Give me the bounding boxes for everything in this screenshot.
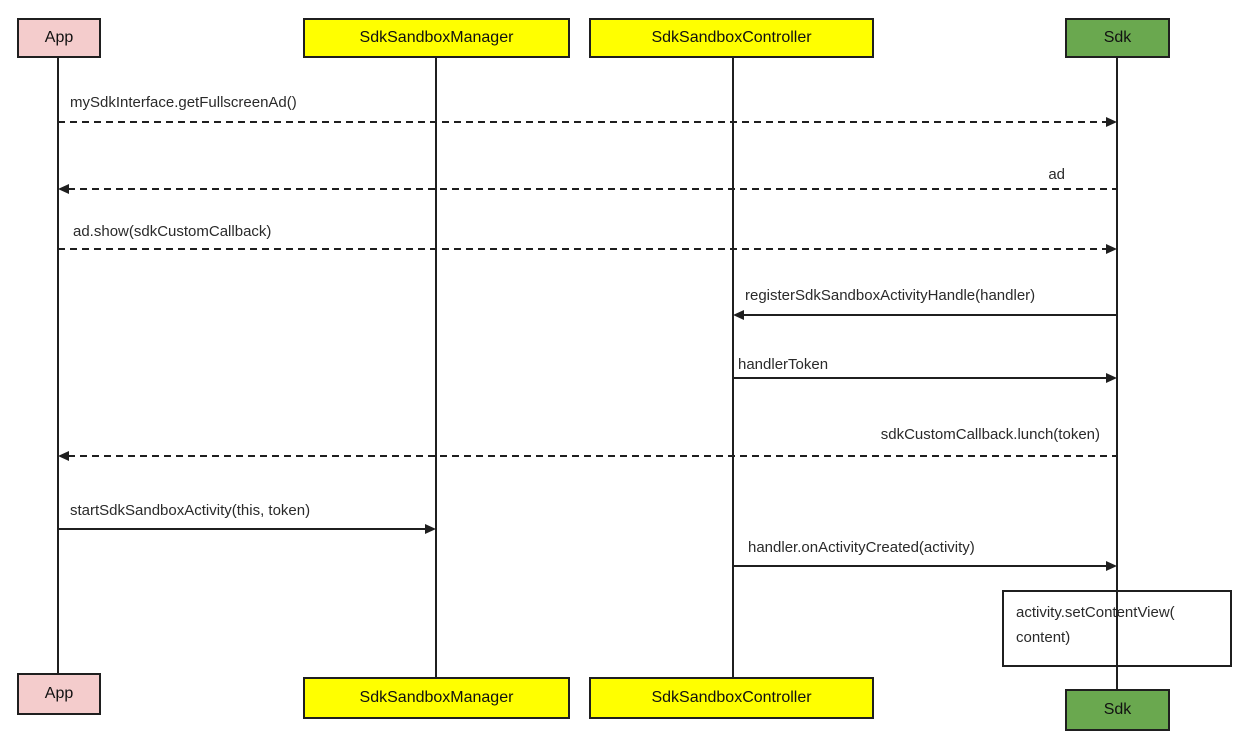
lifeline-controller xyxy=(732,58,734,677)
actor-sdk-top: Sdk xyxy=(1065,18,1170,58)
actor-app-top: App xyxy=(17,18,101,58)
lifeline-sdk xyxy=(1116,58,1118,689)
message-label-start-activity: startSdkSandboxActivity(this, token) xyxy=(70,502,311,519)
message-line-register-handle xyxy=(743,314,1117,316)
message-label-ad: ad xyxy=(1048,166,1065,183)
actor-manager-bottom: SdkSandboxManager xyxy=(303,677,570,719)
arrowhead-right-icon xyxy=(1106,244,1117,254)
message-label-getFullscreenAd: mySdkInterface.getFullscreenAd() xyxy=(70,94,297,111)
actor-controller-top: SdkSandboxController xyxy=(589,18,874,58)
message-line-ad xyxy=(68,188,1117,190)
arrowhead-right-icon xyxy=(425,524,436,534)
message-line-start-activity xyxy=(58,528,426,530)
arrowhead-right-icon xyxy=(1106,373,1117,383)
note-line-2: content) xyxy=(1016,629,1071,646)
message-label-on-activity-created: handler.onActivityCreated(activity) xyxy=(748,539,975,556)
arrowhead-right-icon xyxy=(1106,561,1117,571)
arrowhead-left-icon xyxy=(58,451,69,461)
lifeline-manager xyxy=(435,58,437,677)
actor-controller-bottom: SdkSandboxController xyxy=(589,677,874,719)
arrowhead-left-icon xyxy=(58,184,69,194)
message-line-ad-show xyxy=(58,248,1107,250)
note-line-1: activity.setContentView( xyxy=(1016,604,1175,621)
message-label-callback-lunch: sdkCustomCallback.lunch(token) xyxy=(880,426,1100,443)
message-label-register-handle: registerSdkSandboxActivityHandle(handler… xyxy=(745,287,1036,304)
actor-sdk-bottom: Sdk xyxy=(1065,689,1170,731)
actor-app-bottom: App xyxy=(17,673,101,715)
message-label-ad-show: ad.show(sdkCustomCallback) xyxy=(73,223,272,240)
arrowhead-left-icon xyxy=(733,310,744,320)
message-line-handler-token xyxy=(733,377,1107,379)
message-line-on-activity-created xyxy=(733,565,1107,567)
arrowhead-right-icon xyxy=(1106,117,1117,127)
message-line-callback-lunch xyxy=(68,455,1117,457)
message-label-handler-token: handlerToken xyxy=(738,356,829,373)
actor-manager-top: SdkSandboxManager xyxy=(303,18,570,58)
lifeline-app xyxy=(57,58,59,673)
message-line-getFullscreenAd xyxy=(58,121,1107,123)
